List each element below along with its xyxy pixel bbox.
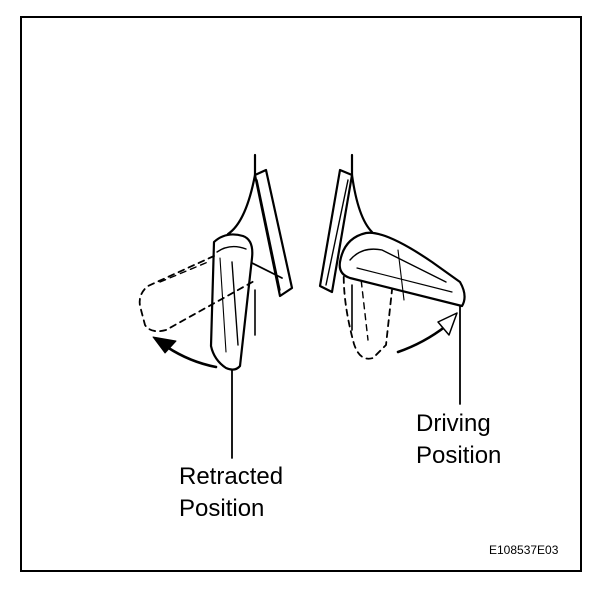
- retracted-position-label: Retracted Position: [179, 461, 283, 525]
- diagram-frame: [20, 16, 582, 572]
- driving-position-label: Driving Position: [416, 408, 501, 472]
- left-mirror-housing-retracted: [209, 233, 254, 371]
- right-mirror-neck: [350, 173, 374, 234]
- left-rotation-arrow: [165, 345, 218, 369]
- right-rotation-arrow: [396, 324, 448, 354]
- right-mirror-assembly: [318, 153, 466, 405]
- retracted-label-line1: Retracted: [179, 463, 284, 490]
- left-mirror-driving-outline-dashed: [138, 255, 257, 333]
- left-mount-bracket: [253, 168, 294, 298]
- figure-code: E108537E03: [489, 543, 559, 557]
- driving-label-line1: Driving: [416, 410, 491, 437]
- right-mirror-retracted-outline-dashed: [342, 265, 393, 360]
- left-mirror-assembly: [138, 153, 294, 459]
- retracted-label-line2: Position: [179, 495, 265, 522]
- left-mirror-neck: [226, 173, 257, 236]
- driving-label-line2: Position: [416, 442, 502, 469]
- right-mirror-housing-driving: [338, 231, 466, 308]
